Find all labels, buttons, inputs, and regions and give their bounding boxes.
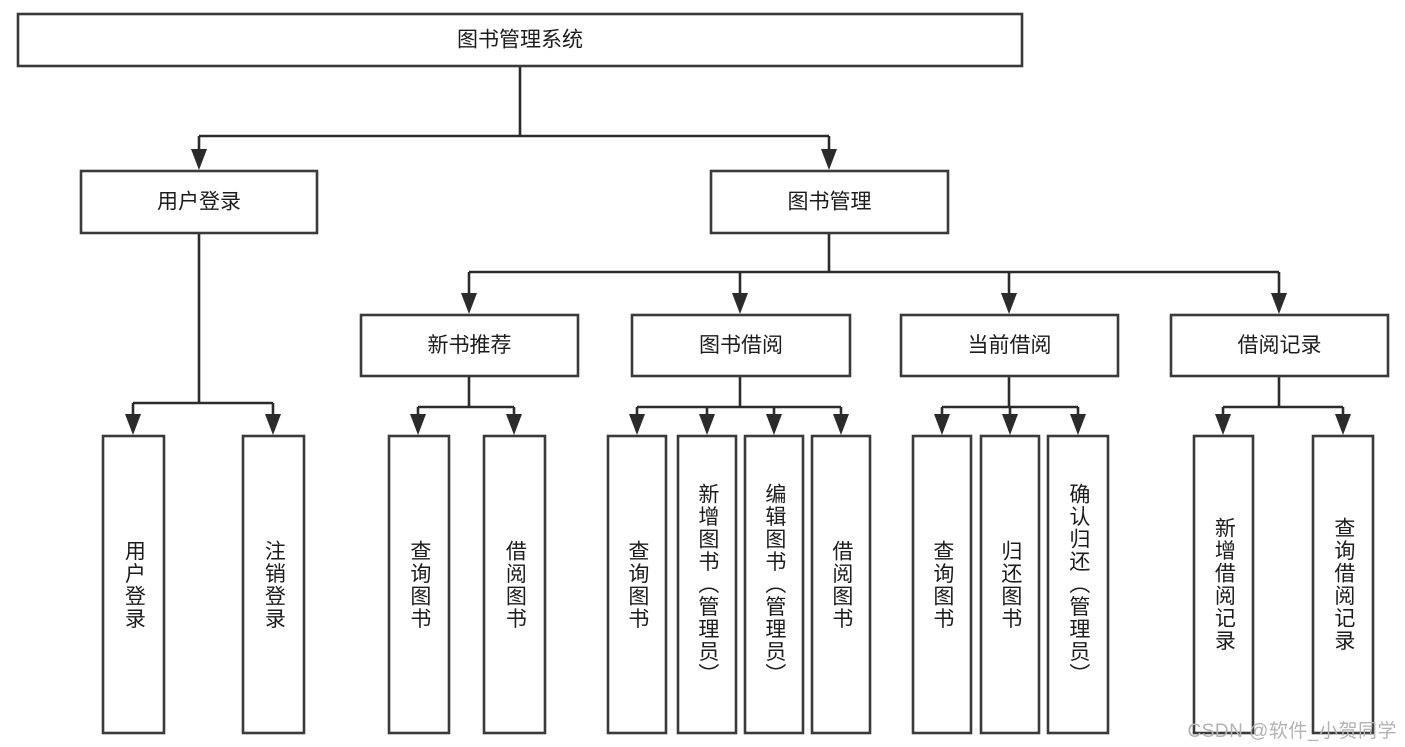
node-box-layer (16, 12, 1390, 735)
level2-node-3-label: 借阅记录 (1238, 334, 1322, 357)
watermark-text: CSDN @软件_小贺同学 (1187, 721, 1397, 742)
connector-user-login-to-leaves (131, 233, 275, 416)
leaf-node-1[interactable] (241, 434, 306, 735)
connector-records-to-leaves (1221, 376, 1345, 416)
leaf-node-8[interactable] (911, 434, 973, 735)
leaf-node-11[interactable] (1192, 434, 1255, 735)
arrow-head-icon (1001, 293, 1017, 314)
level2-node-0[interactable] (359, 313, 580, 378)
level2-node-2[interactable] (899, 313, 1120, 378)
arrow-head-icon (934, 414, 950, 435)
connector-current-borrow-to-leaves (940, 376, 1080, 416)
arrow-head-icon (1002, 414, 1018, 435)
arrow-head-icon (732, 293, 748, 314)
level2-node-2-label: 当前借阅 (968, 334, 1052, 357)
level2-node-3[interactable] (1169, 313, 1390, 378)
arrow-head-icon (1215, 414, 1231, 435)
leaf-node-10[interactable] (1046, 434, 1110, 735)
arrow-head-icon (125, 414, 141, 435)
connector-root-to-level1 (197, 66, 831, 151)
leaf-node-9[interactable] (979, 434, 1041, 735)
leaf-node-7[interactable] (810, 434, 872, 735)
level2-node-0-label: 新书推荐 (428, 334, 512, 357)
connector-new-book-to-leaves (416, 376, 516, 416)
arrow-head-icon (1070, 414, 1086, 435)
arrow-head-icon (766, 414, 782, 435)
level2-node-1-label: 图书借阅 (699, 334, 783, 357)
arrow-head-icon (410, 414, 426, 435)
arrow-head-icon (1335, 414, 1351, 435)
leaf-node-2[interactable] (387, 434, 451, 735)
leaf-node-12[interactable] (1311, 434, 1375, 735)
leaf-node-6[interactable] (743, 434, 805, 735)
root-node-label: 图书管理系统 (457, 29, 583, 52)
arrow-head-icon (821, 149, 837, 170)
root-node[interactable] (16, 12, 1024, 68)
arrow-head-icon (629, 414, 645, 435)
level1-node-1-label: 图书管理 (788, 191, 872, 214)
arrow-head-icon (191, 149, 207, 170)
connector-layer (125, 66, 1351, 435)
leaf-node-4[interactable] (606, 434, 668, 735)
level2-node-1[interactable] (630, 313, 852, 378)
arrow-head-icon (833, 414, 849, 435)
arrow-head-icon (1271, 293, 1287, 314)
arrow-head-icon (265, 414, 281, 435)
leaf-node-0[interactable] (101, 434, 166, 735)
connector-borrow-to-leaves (635, 376, 843, 416)
arrow-head-icon (461, 293, 477, 314)
leaf-node-5[interactable] (676, 434, 738, 735)
leaf-node-3[interactable] (482, 434, 547, 735)
level1-node-0-label: 用户登录 (157, 191, 241, 214)
arrow-head-icon (699, 414, 715, 435)
level1-node-0[interactable] (79, 169, 319, 235)
arrow-head-icon (506, 414, 522, 435)
level1-node-1[interactable] (709, 169, 950, 235)
connector-book-manage-to-level2 (467, 233, 1281, 295)
